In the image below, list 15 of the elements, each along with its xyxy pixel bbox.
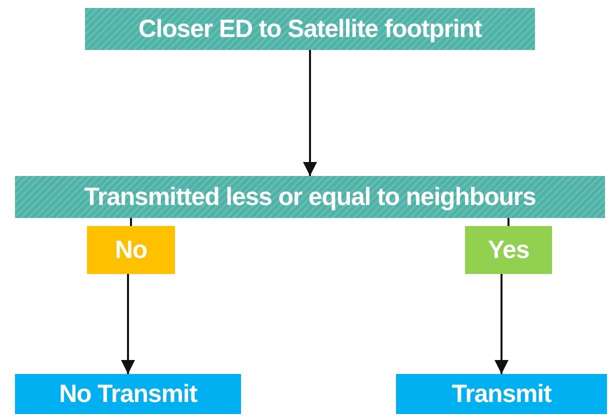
node-label: No <box>114 236 148 264</box>
arrow <box>494 274 508 374</box>
outcome-box <box>396 374 607 414</box>
answer-box <box>465 226 552 274</box>
node-label: Yes <box>488 236 530 264</box>
decision-box <box>15 176 605 218</box>
answer-box <box>87 226 175 274</box>
outcome-box <box>15 374 241 414</box>
process-box <box>85 8 535 50</box>
arrow <box>121 274 135 374</box>
node-label: Transmitted less or equal to neighbours <box>84 182 536 212</box>
node-label: Closer ED to Satellite footprint <box>138 14 482 44</box>
node-label: Transmit <box>452 380 552 408</box>
arrow <box>303 50 317 176</box>
node-label: No Transmit <box>59 380 197 408</box>
